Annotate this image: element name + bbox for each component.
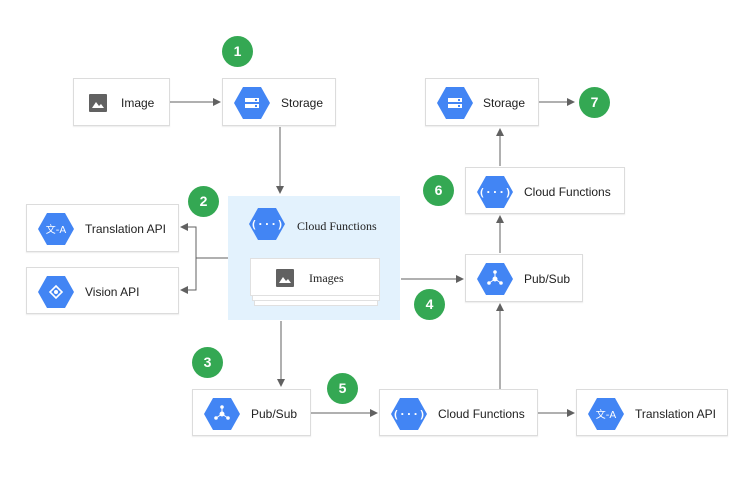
cloud-functions-icon: (···) [477,176,513,208]
translation-api-left-node[interactable]: 文-A Translation API [26,204,179,252]
translation-icon-text: 文-A [596,408,617,421]
cloud-functions-icon: (···) [249,208,285,240]
translation-icon: 文-A [588,398,624,430]
step-badge-2: 2 [188,186,219,217]
image-icon [89,94,107,112]
step-badge-6: 6 [423,175,454,206]
svg-text:(···): (···) [392,408,425,421]
pubsub-right-node[interactable]: Pub/Sub [465,254,583,302]
storage-node[interactable]: Storage [222,78,336,126]
image-icon [276,269,294,287]
cloud-functions-right-node[interactable]: (···) Cloud Functions [465,167,625,214]
arrow-cloud-functions-to-vision [180,258,197,294]
images-stack-card[interactable]: Images [250,258,380,296]
cloud-functions-bottom-node[interactable]: (···) Cloud Functions [379,389,538,436]
cloud-functions-main-group[interactable]: (···) Cloud Functions Images [228,196,400,320]
cloud-functions-main-label: Cloud Functions [297,219,377,233]
step-badge-7: 7 [579,87,610,118]
images-stack-label: Images [309,271,344,285]
translation-icon: 文-A [38,213,74,245]
cloud-functions-bottom-label: Cloud Functions [438,407,525,421]
vision-api-label: Vision API [85,285,140,299]
translation-api-right-node[interactable]: 文-A Translation API [576,389,728,436]
step-badge-3: 3 [192,347,223,378]
arrow-cloud-functions-to-translation [180,223,228,259]
storage-output-node[interactable]: Storage [425,78,539,126]
translation-icon-text: 文-A [46,223,67,236]
pubsub-bottom-node[interactable]: Pub/Sub [192,389,311,436]
svg-text:(···): (···) [250,218,283,231]
vision-api-node[interactable]: Vision API [26,267,179,314]
storage-output-node-label: Storage [483,96,526,110]
pubsub-right-label: Pub/Sub [524,272,571,286]
image-node[interactable]: Image [73,78,170,126]
svg-text:(···): (···) [478,186,511,199]
cloud-functions-right-label: Cloud Functions [524,185,611,199]
translation-api-left-label: Translation API [85,222,166,236]
storage-icon [234,87,270,119]
step-badge-4: 4 [414,289,445,320]
step-badge-1: 1 [222,36,253,67]
pubsub-bottom-label: Pub/Sub [251,407,298,421]
pubsub-icon [477,263,513,295]
step-badge-5: 5 [327,373,358,404]
vision-icon [38,276,74,308]
storage-icon [437,87,473,119]
translation-api-right-label: Translation API [635,407,716,421]
pubsub-icon [204,398,240,430]
cloud-functions-icon: (···) [391,398,427,430]
storage-node-label: Storage [281,96,324,110]
image-node-label: Image [121,96,155,110]
